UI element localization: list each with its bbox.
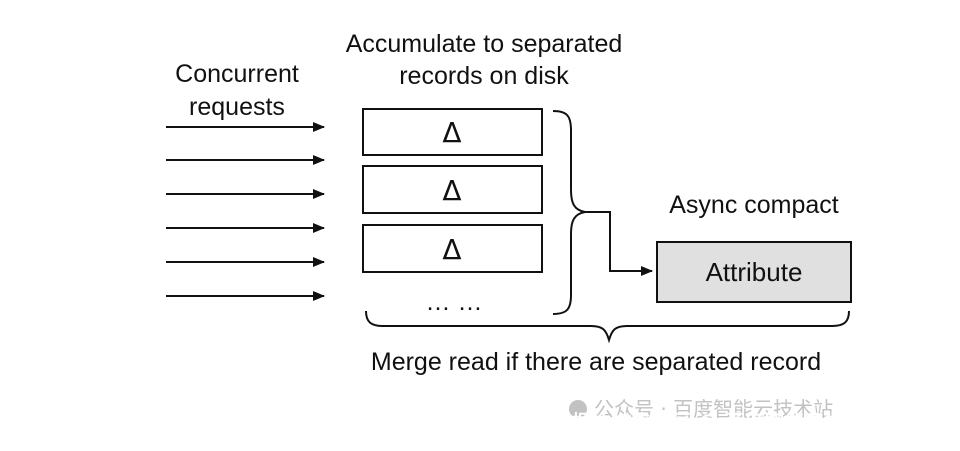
compact-connector-arrow <box>585 211 653 276</box>
concurrent-label-line1: Concurrent <box>175 60 299 88</box>
wechat-icon <box>569 400 587 418</box>
async-compact-label: Async compact <box>669 191 839 219</box>
watermark-front-text: 掘金技术社区 @ 百度智能云技术站 <box>572 410 885 434</box>
delta-symbol: Δ <box>442 233 461 266</box>
record-box-2: Δ <box>362 165 543 214</box>
concurrent-label-line2: requests <box>189 93 285 121</box>
watermark-back-text: 公众号 · 百度智能云技术站 <box>594 397 833 421</box>
delta-symbol: Δ <box>442 174 461 207</box>
record-box-1: Δ <box>362 108 543 156</box>
attribute-box-rect <box>656 241 852 303</box>
accumulate-label-line1: Accumulate to separated <box>346 30 623 58</box>
accumulate-label-line2: records on disk <box>399 62 569 90</box>
record-box-3: Δ <box>362 224 543 273</box>
attribute-label: Attribute <box>706 257 803 287</box>
merge-read-label: Merge read if there are separated record <box>371 348 821 376</box>
attribute-box: Attribute <box>656 241 852 303</box>
delta-symbol: Δ <box>442 116 461 149</box>
merge-bottom-brace <box>365 310 850 344</box>
records-ellipsis: … … <box>426 288 483 316</box>
request-arrows <box>166 122 325 301</box>
watermark: 公众号 · 百度智能云技术站 掘金技术社区 @ 百度智能云技术站 <box>569 397 885 434</box>
records-right-brace <box>552 110 586 315</box>
